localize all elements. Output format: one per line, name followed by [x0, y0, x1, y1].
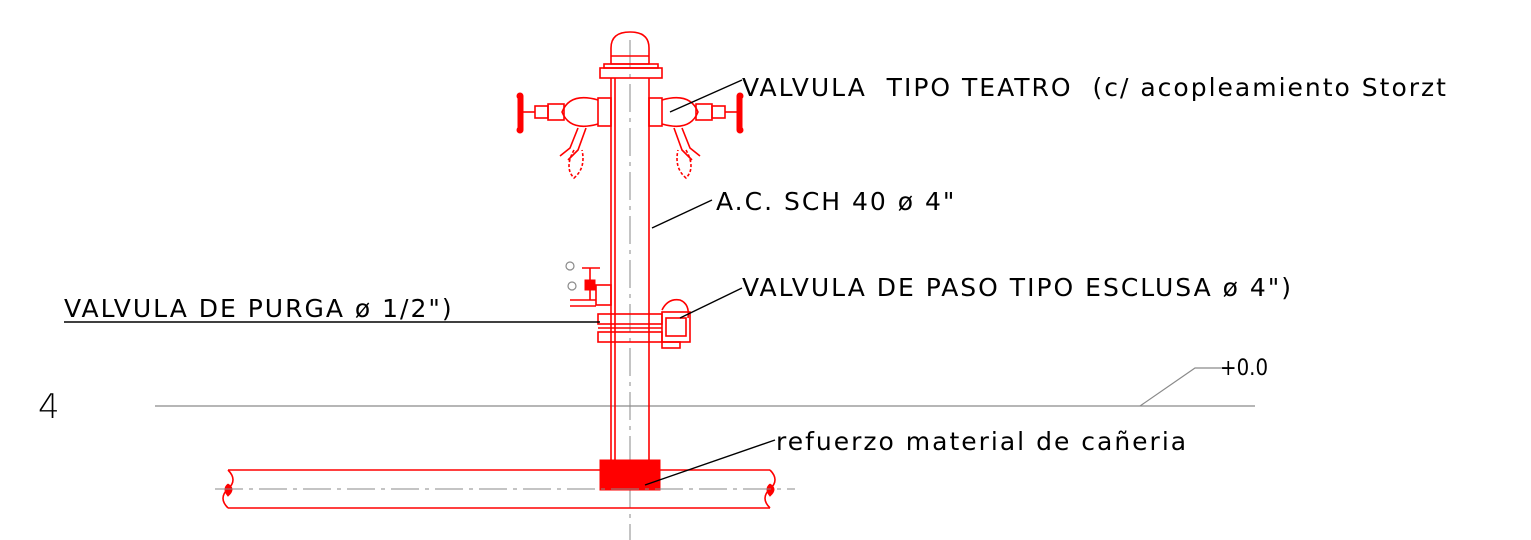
base-reinforcement [599, 459, 661, 491]
label-level: +0.0 [1220, 356, 1268, 381]
gate-valve [597, 298, 691, 349]
leader-pipe-spec [651, 199, 713, 229]
leader-reinforcement [644, 439, 776, 486]
label-reinforcement: refuerzo material de cañeria [776, 427, 1188, 456]
leader-valve-gate [679, 287, 743, 319]
dome-cap [610, 31, 650, 65]
label-section-number: 4 [38, 387, 60, 427]
leader-level [1139, 367, 1225, 407]
theater-valve-right [648, 92, 744, 180]
leader-valve-theater [669, 79, 743, 113]
theater-valve-left [516, 92, 612, 180]
purge-valve [565, 261, 612, 307]
label-valve-gate: VALVULA DE PASO TIPO ESCLUSA ø 4") [742, 273, 1293, 302]
label-valve-theater: VALVULA TIPO TEATRO (c/ acopleamiento St… [742, 73, 1448, 102]
label-valve-purge: VALVULA DE PURGA ø 1/2") [64, 294, 454, 323]
label-pipe-spec: A.C. SCH 40 ø 4" [716, 187, 956, 216]
horizontal-main-pipe [222, 469, 776, 509]
hydrant [222, 31, 776, 509]
top-flange [599, 67, 663, 79]
